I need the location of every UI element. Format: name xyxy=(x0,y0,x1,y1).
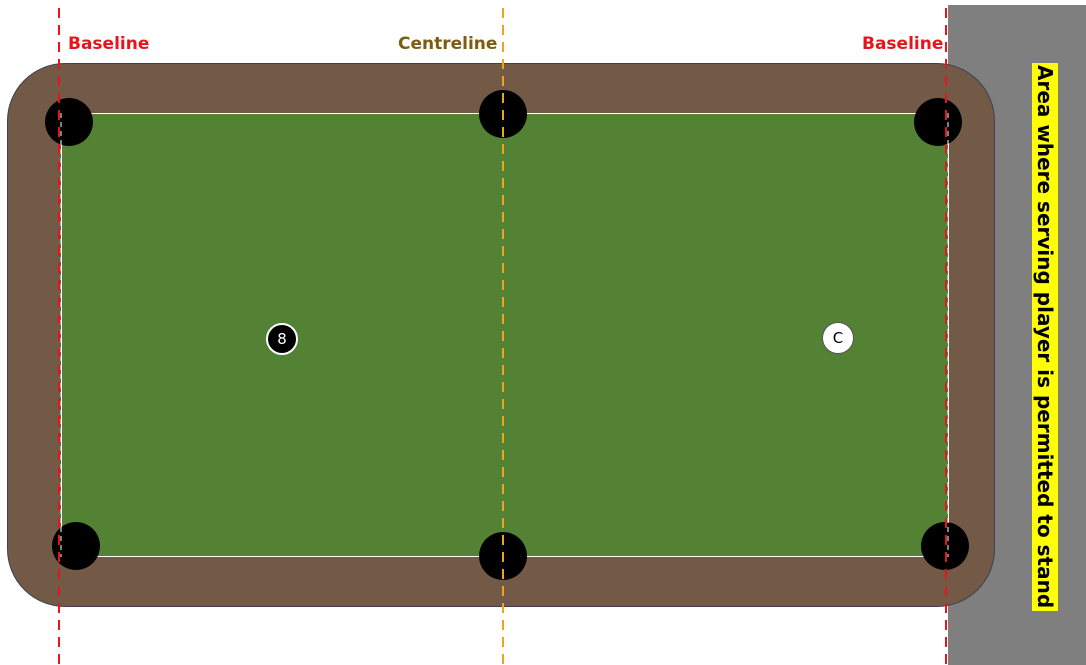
baseline-right-label: Baseline xyxy=(862,36,943,53)
eight-ball: 8 xyxy=(266,323,298,355)
cue-ball: C xyxy=(822,322,854,354)
centreline-label: Centreline xyxy=(398,36,497,53)
baseline-left-label: Baseline xyxy=(68,36,149,53)
